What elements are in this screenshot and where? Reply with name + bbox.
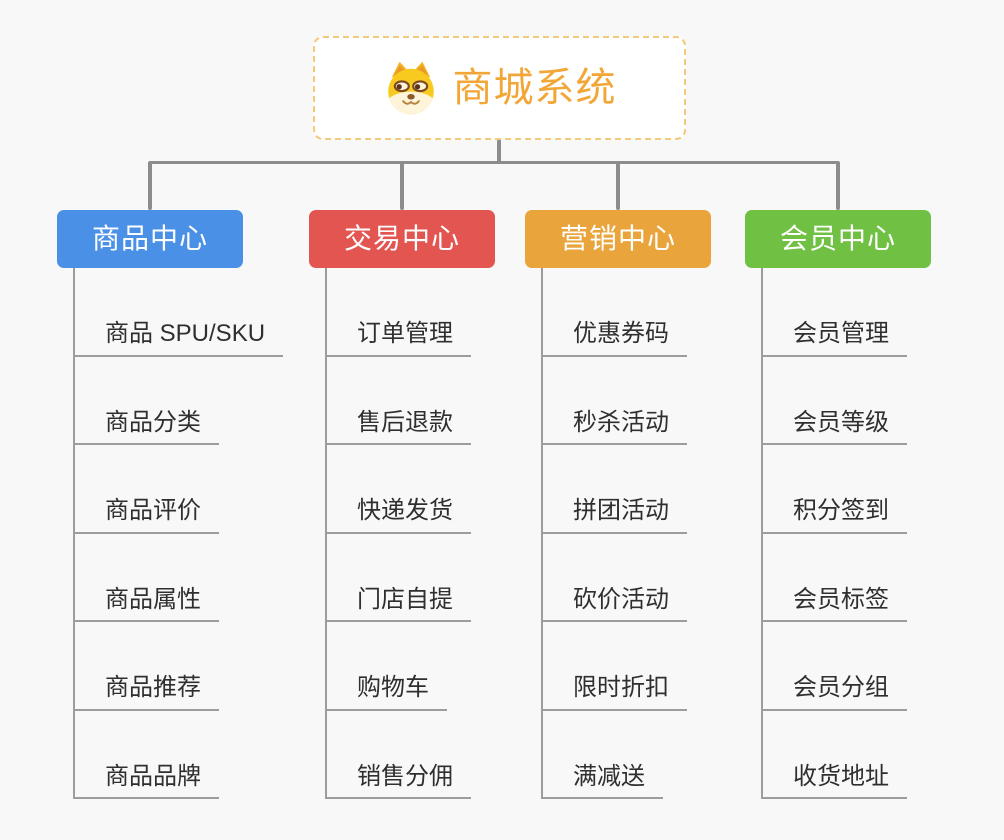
topic-item[interactable]: 商品品牌: [73, 711, 219, 799]
topic-item[interactable]: 门店自提: [325, 534, 471, 622]
topic-item[interactable]: 秒杀活动: [541, 357, 687, 445]
topic-item[interactable]: 收货地址: [761, 711, 907, 799]
branch-items-member: 会员管理 会员等级 积分签到 会员标签 会员分组 收货地址: [761, 268, 907, 799]
branch-vertical-line: [541, 268, 543, 799]
branch-node-trade[interactable]: 交易中心: [309, 210, 495, 268]
topic-item[interactable]: 会员等级: [761, 357, 907, 445]
branch-items-product: 商品 SPU/SKU 商品分类 商品评价 商品属性 商品推荐 商品品牌: [73, 268, 284, 799]
branch-product: 商品中心 商品 SPU/SKU 商品分类 商品评价 商品属性 商品推荐 商品品牌: [57, 210, 284, 799]
topic-item[interactable]: 商品推荐: [73, 622, 219, 711]
topic-item[interactable]: 会员标签: [761, 534, 907, 622]
connector-root-stem: [497, 140, 501, 163]
connector-drop-product: [148, 161, 152, 210]
branch-items-trade: 订单管理 售后退款 快递发货 门店自提 购物车 销售分佣: [325, 268, 471, 799]
topic-item[interactable]: 商品分类: [73, 357, 219, 445]
branch-items-marketing: 优惠券码 秒杀活动 拼团活动 砍价活动 限时折扣 满减送: [541, 268, 687, 799]
connector-drop-member: [836, 161, 840, 210]
topic-item[interactable]: 订单管理: [325, 268, 471, 357]
topic-item[interactable]: 积分签到: [761, 445, 907, 534]
branch-vertical-line: [761, 268, 763, 799]
connector-drop-marketing: [616, 161, 620, 210]
root-title: 商城系统: [452, 66, 617, 110]
branch-node-marketing[interactable]: 营销中心: [525, 210, 711, 268]
branch-vertical-line: [325, 268, 327, 799]
topic-item[interactable]: 拼团活动: [541, 445, 687, 534]
topic-item[interactable]: 满减送: [541, 711, 663, 799]
topic-item[interactable]: 优惠券码: [541, 268, 687, 357]
connector-drop-trade: [400, 161, 404, 210]
branch-marketing: 营销中心 优惠券码 秒杀活动 拼团活动 砍价活动 限时折扣 满减送: [525, 210, 711, 799]
topic-item[interactable]: 购物车: [325, 622, 447, 711]
root-node[interactable]: 商城系统: [313, 36, 686, 140]
topic-item[interactable]: 销售分佣: [325, 711, 471, 799]
topic-item[interactable]: 商品属性: [73, 534, 219, 622]
topic-item[interactable]: 砍价活动: [541, 534, 687, 622]
topic-item[interactable]: 快递发货: [325, 445, 471, 534]
branch-node-member[interactable]: 会员中心: [745, 210, 931, 268]
shiba-dog-icon: [387, 61, 434, 115]
branch-vertical-line: [73, 268, 75, 799]
topic-item[interactable]: 会员分组: [761, 622, 907, 711]
topic-item[interactable]: 会员管理: [761, 268, 907, 357]
branch-member: 会员中心 会员管理 会员等级 积分签到 会员标签 会员分组 收货地址: [745, 210, 931, 799]
topic-item[interactable]: 限时折扣: [541, 622, 687, 711]
connector-bus: [150, 161, 838, 164]
topic-item[interactable]: 售后退款: [325, 357, 471, 445]
branch-node-product[interactable]: 商品中心: [57, 210, 243, 268]
branch-trade: 交易中心 订单管理 售后退款 快递发货 门店自提 购物车 销售分佣: [309, 210, 495, 799]
topic-item[interactable]: 商品 SPU/SKU: [73, 268, 284, 357]
topic-item[interactable]: 商品评价: [73, 445, 219, 534]
